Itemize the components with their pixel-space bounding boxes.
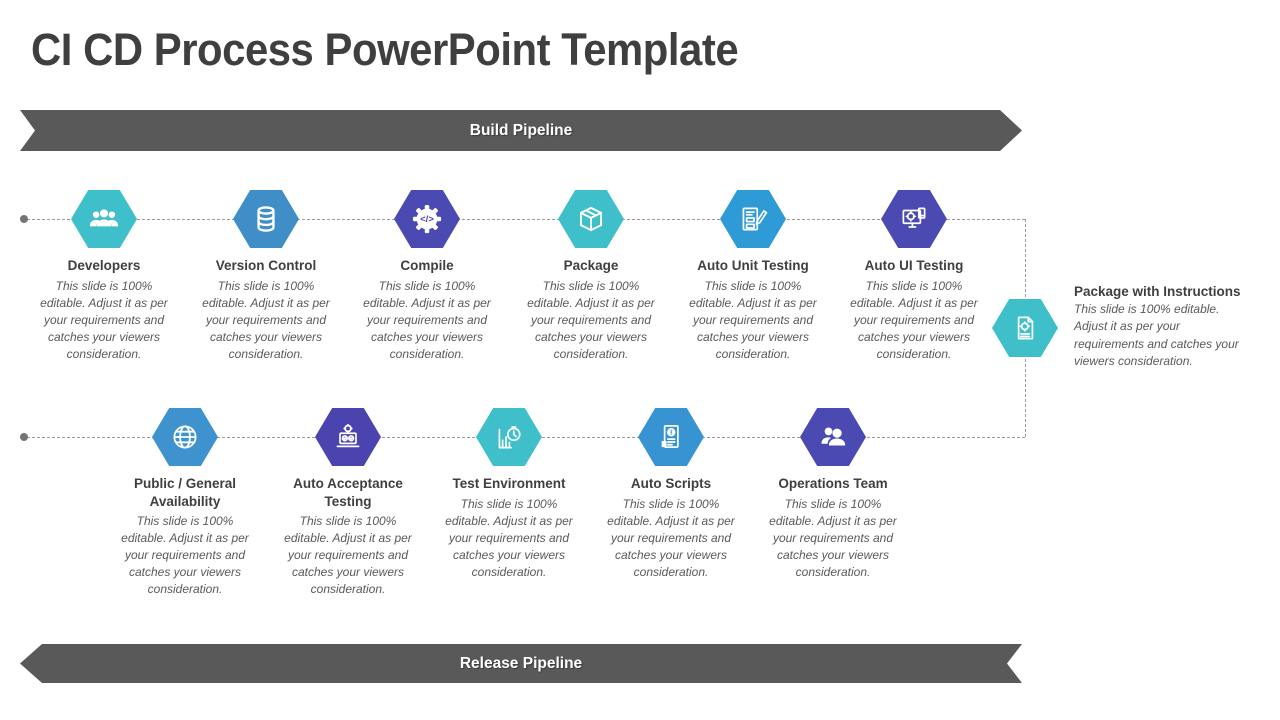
callout-title: Package with Instructions bbox=[1074, 284, 1241, 299]
node-description: This slide is 100% editable. Adjust it a… bbox=[40, 278, 168, 361]
document-pencil-icon bbox=[742, 207, 768, 231]
node-title: Public / General Availability bbox=[133, 476, 237, 509]
box-icon bbox=[579, 206, 603, 232]
node-version-control: Version Control This slide is 100% edita… bbox=[191, 190, 341, 363]
gear-code-icon: </> bbox=[412, 204, 442, 234]
document-gear-icon bbox=[1017, 316, 1034, 340]
chart-stopwatch-icon bbox=[498, 426, 521, 449]
node-auto-scripts: Auto Scripts This slide is 100% editable… bbox=[596, 408, 746, 581]
node-description: This slide is 100% editable. Adjust it a… bbox=[607, 496, 735, 579]
node-title: Developers bbox=[67, 258, 141, 273]
node-package: Package This slide is 100% editable. Adj… bbox=[516, 190, 666, 363]
node-description: This slide is 100% editable. Adjust it a… bbox=[769, 496, 897, 579]
top-line-start-dot bbox=[20, 215, 28, 223]
auto-ui-testing-hexagon bbox=[881, 190, 947, 248]
node-title: Version Control bbox=[215, 258, 317, 273]
node-description: This slide is 100% editable. Adjust it a… bbox=[121, 514, 249, 597]
public-general-availability-hexagon bbox=[152, 408, 218, 466]
release-pipeline-banner: Release Pipeline bbox=[20, 644, 1022, 683]
callout-description: This slide is 100% editable. Adjust it a… bbox=[1074, 302, 1239, 369]
node-developers: Developers This slide is 100% editable. … bbox=[29, 190, 179, 363]
database-icon bbox=[257, 206, 275, 232]
monitor-gear-icon bbox=[902, 207, 926, 228]
team-icon bbox=[89, 209, 119, 227]
node-title: Compile bbox=[400, 258, 454, 273]
node-auto-unit-testing: Auto Unit Testing This slide is 100% edi… bbox=[678, 190, 828, 363]
node-auto-ui-testing: Auto UI Testing This slide is 100% edita… bbox=[839, 190, 989, 363]
package-with-instructions-hexagon bbox=[992, 299, 1058, 357]
node-description: This slide is 100% editable. Adjust it a… bbox=[445, 496, 573, 579]
node-description: This slide is 100% editable. Adjust it a… bbox=[202, 278, 330, 361]
node-auto-acceptance-testing: Auto Acceptance Testing This slide is 10… bbox=[273, 408, 423, 598]
package-hexagon bbox=[558, 190, 624, 248]
globe-icon bbox=[173, 425, 197, 449]
node-operations-team: Operations Team This slide is 100% edita… bbox=[758, 408, 908, 581]
top-connector-line bbox=[22, 219, 1025, 220]
node-description: This slide is 100% editable. Adjust it a… bbox=[284, 514, 412, 597]
auto-acceptance-testing-hexagon bbox=[315, 408, 381, 466]
node-title: Package bbox=[563, 258, 619, 273]
node-title: Auto Scripts bbox=[630, 476, 712, 491]
version-control-hexagon bbox=[233, 190, 299, 248]
node-title: Operations Team bbox=[778, 476, 888, 491]
package-with-instructions-text: Package with Instructions This slide is … bbox=[1074, 284, 1266, 371]
auto-scripts-hexagon bbox=[638, 408, 704, 466]
script-icon bbox=[661, 424, 679, 448]
node-description: This slide is 100% editable. Adjust it a… bbox=[850, 278, 978, 361]
node-description: This slide is 100% editable. Adjust it a… bbox=[689, 278, 817, 361]
auto-unit-testing-hexagon bbox=[720, 190, 786, 248]
page-title: CI CD Process PowerPoint Template bbox=[31, 24, 739, 75]
test-environment-hexagon bbox=[476, 408, 542, 466]
node-title: Test Environment bbox=[452, 476, 566, 491]
bottom-line-start-dot bbox=[20, 433, 28, 441]
node-compile: </> Compile This slide is 100% editable.… bbox=[352, 190, 502, 363]
node-test-environment: Test Environment This slide is 100% edit… bbox=[434, 408, 584, 581]
node-description: This slide is 100% editable. Adjust it a… bbox=[363, 278, 491, 361]
node-public-general-availability: Public / General Availability This slide… bbox=[110, 408, 260, 598]
developers-hexagon bbox=[71, 190, 137, 248]
svg-text:</>: </> bbox=[420, 214, 434, 225]
laptop-gears-icon bbox=[336, 423, 360, 448]
release-pipeline-label: Release Pipeline bbox=[459, 654, 583, 672]
node-title: Auto UI Testing bbox=[864, 258, 964, 273]
compile-hexagon: </> bbox=[394, 190, 460, 248]
node-description: This slide is 100% editable. Adjust it a… bbox=[527, 278, 655, 361]
operations-team-hexagon bbox=[800, 408, 866, 466]
build-pipeline-banner: Build Pipeline bbox=[20, 110, 1022, 151]
node-title: Auto Unit Testing bbox=[697, 258, 809, 273]
build-pipeline-label: Build Pipeline bbox=[469, 121, 573, 139]
two-users-icon bbox=[821, 427, 846, 446]
node-title: Auto Acceptance Testing bbox=[293, 476, 403, 509]
